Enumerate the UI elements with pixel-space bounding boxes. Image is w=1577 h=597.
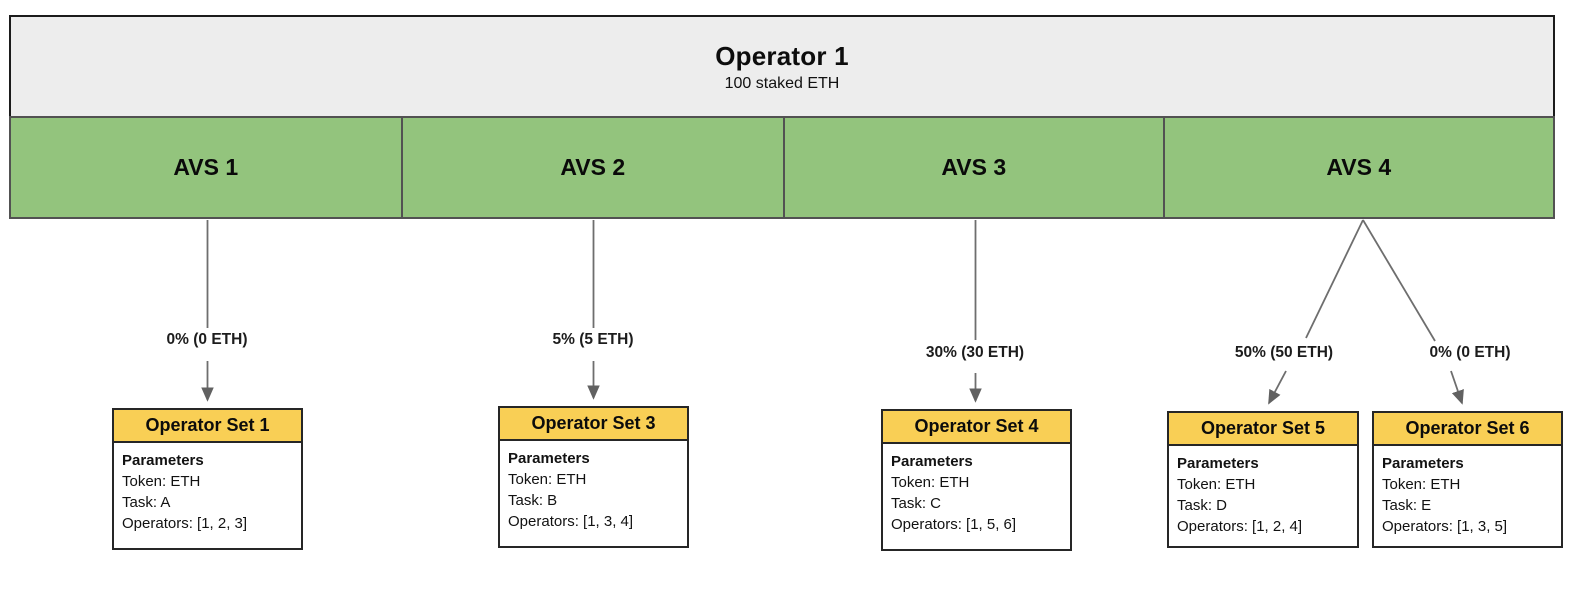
operators-line: Operators: [1, 3, 5] bbox=[1382, 518, 1508, 535]
operator-set-4-title: Operator Set 4 bbox=[883, 411, 1070, 444]
avs-row: AVS 1 AVS 2 AVS 3 AVS 4 bbox=[9, 116, 1556, 219]
token-line: Token: ETH bbox=[122, 473, 201, 490]
operators-line: Operators: [1, 2, 4] bbox=[1177, 518, 1303, 535]
operators-line: Operators: [1, 5, 6] bbox=[891, 516, 1017, 533]
token-line: Token: ETH bbox=[891, 474, 970, 491]
allocation-label-avs1: 0% (0 ETH) bbox=[166, 331, 248, 348]
operator-set-6-box: Operator Set 6 Parameters Token: ETH Tas… bbox=[1372, 411, 1563, 548]
operator-set-3-box: Operator Set 3 Parameters Token: ETH Tas… bbox=[498, 406, 689, 548]
operator-set-5-box: Operator Set 5 Parameters Token: ETH Tas… bbox=[1167, 411, 1359, 548]
task-line: Task: E bbox=[1382, 497, 1432, 514]
avs-4-cell: AVS 4 bbox=[1162, 116, 1556, 219]
operator-set-3-title: Operator Set 3 bbox=[500, 408, 687, 441]
allocation-label-avs4-set6: 0% (0 ETH) bbox=[1429, 344, 1511, 361]
arrow-avs4-to-set6-lower bbox=[1450, 370, 1464, 405]
operator-subtitle: 100 staked ETH bbox=[724, 74, 840, 92]
token-line: Token: ETH bbox=[1177, 476, 1256, 493]
task-line: Task: D bbox=[1177, 497, 1228, 514]
avs-1-cell: AVS 1 bbox=[9, 116, 403, 219]
allocation-label-avs2: 5% (5 ETH) bbox=[552, 331, 634, 348]
params-heading: Parameters bbox=[1177, 455, 1259, 472]
token-line: Token: ETH bbox=[508, 471, 587, 488]
arrow-avs4-to-set5-lower bbox=[1268, 370, 1287, 405]
operator-set-6-title: Operator Set 6 bbox=[1374, 413, 1561, 446]
operator-set-5-title: Operator Set 5 bbox=[1169, 413, 1357, 446]
arrow-avs4-to-set6-upper bbox=[1362, 219, 1436, 342]
arrow-avs4-to-set5-upper bbox=[1305, 219, 1364, 339]
operator-set-1-box: Operator Set 1 Parameters Token: ETH Tas… bbox=[112, 408, 303, 550]
operator-set-4-box: Operator Set 4 Parameters Token: ETH Tas… bbox=[881, 409, 1072, 551]
operator-set-1-title: Operator Set 1 bbox=[114, 410, 301, 443]
allocation-label-avs4-set5: 50% (50 ETH) bbox=[1234, 344, 1334, 361]
task-line: Task: C bbox=[891, 495, 942, 512]
avs-2-cell: AVS 2 bbox=[400, 116, 785, 219]
allocation-label-avs3: 30% (30 ETH) bbox=[925, 344, 1025, 361]
avs-3-cell: AVS 3 bbox=[783, 116, 1165, 219]
token-line: Token: ETH bbox=[1382, 476, 1461, 493]
params-heading: Parameters bbox=[1382, 455, 1464, 472]
operators-line: Operators: [1, 2, 3] bbox=[122, 515, 248, 532]
task-line: Task: A bbox=[122, 494, 171, 511]
operators-line: Operators: [1, 3, 4] bbox=[508, 513, 634, 530]
operator-box: Operator 1 100 staked ETH bbox=[9, 15, 1555, 118]
params-heading: Parameters bbox=[508, 450, 590, 467]
operator-title: Operator 1 bbox=[715, 40, 849, 71]
params-heading: Parameters bbox=[891, 453, 973, 470]
params-heading: Parameters bbox=[122, 452, 204, 469]
task-line: Task: B bbox=[508, 492, 558, 509]
